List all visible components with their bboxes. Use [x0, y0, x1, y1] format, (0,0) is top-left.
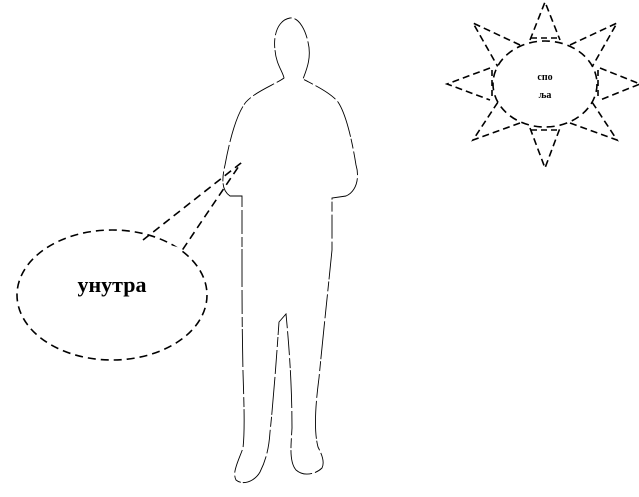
human-silhouette	[223, 18, 358, 483]
sun-label-line2: ља	[539, 90, 552, 101]
sun-ray-n	[530, 2, 560, 40]
sun-ray-e	[600, 68, 639, 100]
speech-bubble-tail-mask	[143, 240, 181, 250]
sun-core	[493, 41, 597, 127]
sun-ray-w	[447, 68, 490, 100]
speech-bubble-tail	[143, 163, 241, 252]
bubble-label: унутра	[78, 272, 147, 297]
sun-label-line1: спо	[537, 72, 552, 83]
sun-ray-s	[530, 128, 560, 168]
